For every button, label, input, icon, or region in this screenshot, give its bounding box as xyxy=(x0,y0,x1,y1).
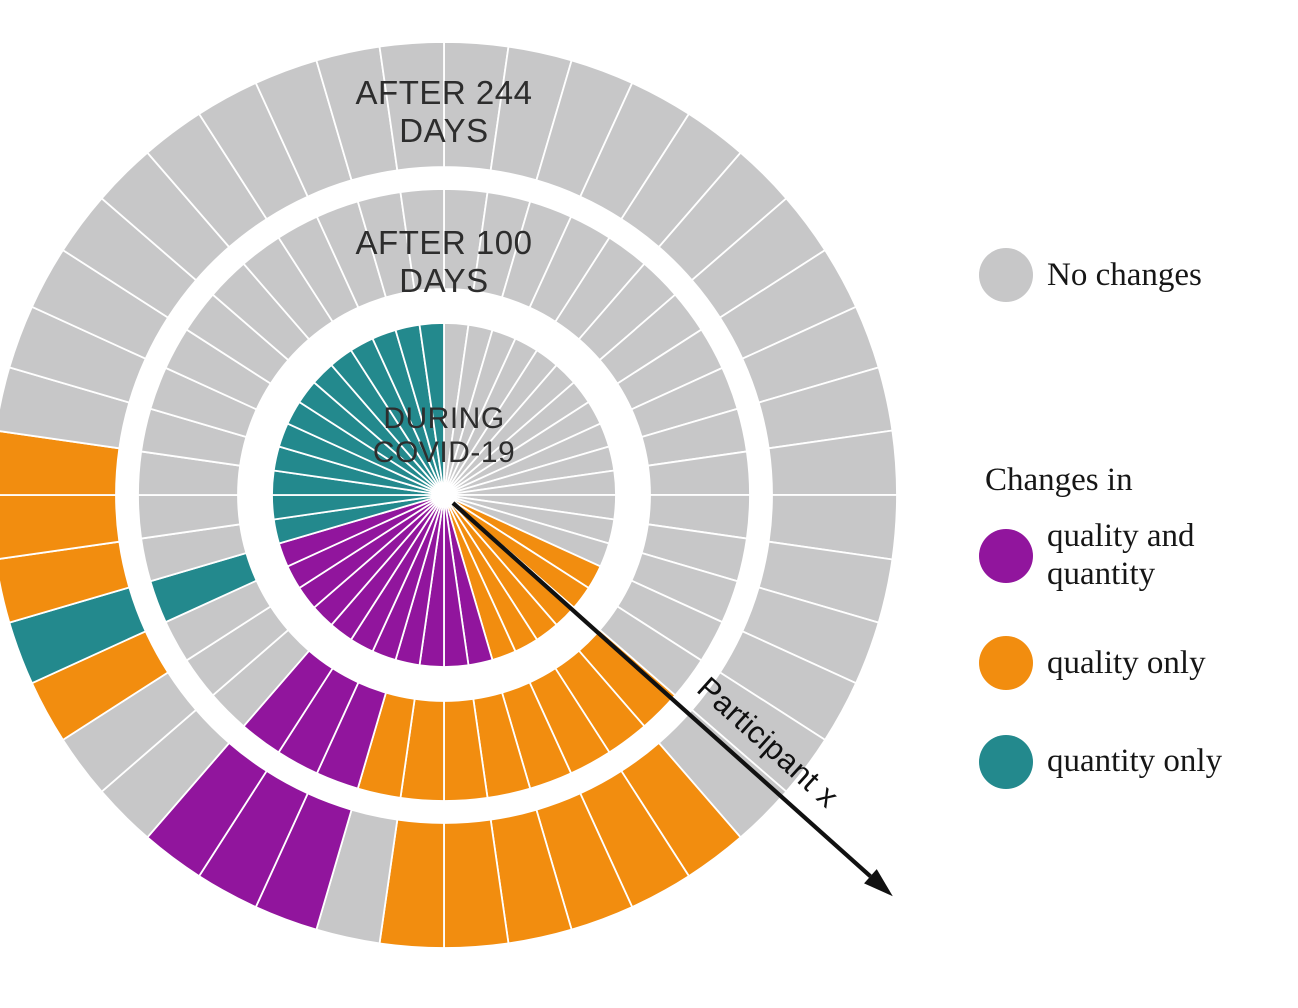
legend-label-line: quantity xyxy=(1047,556,1156,592)
ring-label-during-covid: DURING COVID-19 xyxy=(284,402,604,470)
after100-sector-43-no_changes xyxy=(399,188,445,293)
participant-arrow-line xyxy=(451,501,872,878)
ring-label-after-100-days: AFTER 100 DAYS xyxy=(284,224,604,300)
no-changes-swatch-icon xyxy=(979,248,1033,302)
quality-only-swatch-icon xyxy=(979,636,1033,690)
legend-item-label: quantity only xyxy=(1047,743,1223,779)
legend-item-label: quality only xyxy=(1047,645,1206,681)
ring-label-line: DURING xyxy=(383,402,505,435)
legend-header: Changes in xyxy=(985,462,1133,498)
legend-item-label: No changes xyxy=(1047,257,1202,293)
ring-label-line: DAYS xyxy=(399,112,489,149)
ring-label-after-244-days: AFTER 244 DAYS xyxy=(284,74,604,150)
legend-label-line: quality and xyxy=(1047,518,1195,554)
center-spot xyxy=(433,484,455,506)
quantity-only-swatch-icon xyxy=(979,735,1033,789)
after244-sector-43-no_changes xyxy=(378,41,445,172)
ring-after100 xyxy=(137,188,751,802)
after244-sector-33-quality_only xyxy=(0,430,121,496)
quality-and-quantity-swatch-icon xyxy=(979,529,1033,583)
ring-after244 xyxy=(0,41,898,949)
participant-arrow-head-icon xyxy=(864,869,893,897)
ring-label-line: AFTER 100 xyxy=(355,224,533,261)
ring-during xyxy=(271,322,617,668)
ring-label-line: DAYS xyxy=(399,262,489,299)
during-sector-43-quantity_only xyxy=(418,322,445,496)
ring-label-line: COVID-19 xyxy=(372,436,516,469)
ring-label-line: AFTER 244 xyxy=(355,74,533,111)
after244-sector-32-quality_only xyxy=(0,494,121,560)
after244-sector-31-quality_only xyxy=(0,540,131,624)
